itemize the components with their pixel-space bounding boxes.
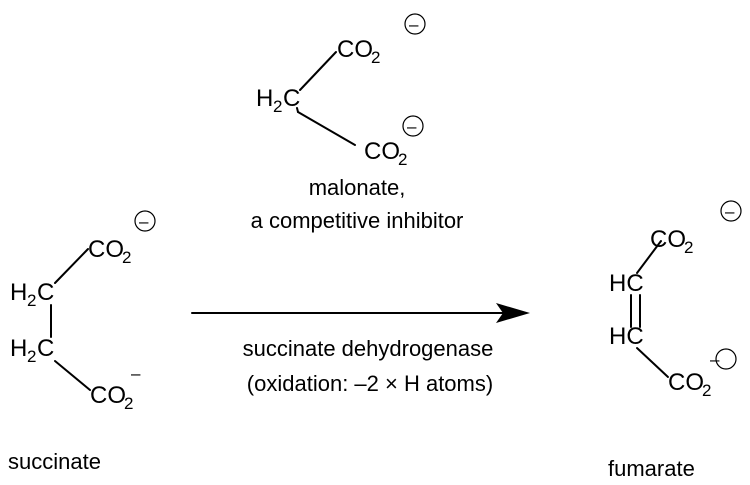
malonate-top-charge-circle bbox=[404, 13, 426, 35]
fumarate-label: fumarate bbox=[608, 456, 695, 481]
malonate-inhibitor-label: a competitive inhibitor bbox=[251, 208, 464, 233]
malonate-co2-top: CO bbox=[337, 36, 373, 63]
succinate-top-charge: – bbox=[139, 212, 149, 231]
succinate-co2-top: CO bbox=[88, 236, 124, 263]
succinate-bond-top bbox=[54, 248, 89, 284]
succinate-co2-top-sub: 2 bbox=[122, 248, 131, 267]
fumarate-bottom-charge: – bbox=[710, 350, 720, 369]
succinate-bottom-charge: – bbox=[131, 364, 141, 383]
fumarate-bottom-charge-circle bbox=[715, 348, 737, 370]
arrow-head bbox=[496, 303, 530, 323]
malonate-label: malonate, bbox=[309, 175, 406, 200]
succinate-top-charge-circle bbox=[134, 210, 156, 232]
malonate-co2-top-sub: 2 bbox=[371, 48, 380, 67]
succinate-ch2-bottom-h: H bbox=[10, 335, 27, 362]
malonate-ch2-h: H bbox=[256, 85, 273, 112]
fumarate-co2-top-sub: 2 bbox=[684, 238, 693, 257]
fumarate-co2-bottom-sub: 2 bbox=[702, 381, 711, 400]
malonate-co2-bottom: CO bbox=[364, 138, 400, 165]
fumarate-hc-top: HC bbox=[609, 270, 644, 297]
malonate-ch2-c: C bbox=[283, 85, 300, 112]
succinate-co2-bottom-sub: 2 bbox=[124, 394, 133, 413]
malonate-ch2-sub: 2 bbox=[273, 97, 282, 116]
oxidation-note: (oxidation: –2 × H atoms) bbox=[247, 371, 493, 396]
succinate-ch2-bottom-sub: 2 bbox=[27, 347, 36, 366]
succinate-structure: CO 2 – H 2 C H 2 C CO 2 – succinate bbox=[8, 210, 156, 474]
fumarate-co2-bottom: CO bbox=[668, 369, 704, 396]
succinate-co2-bottom: CO bbox=[90, 382, 126, 409]
malonate-top-charge: – bbox=[409, 15, 419, 34]
fumarate-structure: CO 2 – HC HC CO 2 – fumarate bbox=[608, 200, 742, 481]
succinate-ch2-top-c: C bbox=[37, 279, 54, 306]
succinate-ch2-bottom-c: C bbox=[37, 335, 54, 362]
fumarate-bond-bottom bbox=[636, 347, 669, 378]
malonate-structure: H 2 C CO 2 – CO 2 – malonate, a competit… bbox=[251, 13, 464, 233]
succinate-ch2-top-h: H bbox=[10, 279, 27, 306]
malonate-bond-bottom bbox=[297, 111, 356, 146]
succinate-ch2-top-sub: 2 bbox=[27, 291, 36, 310]
succinate-bond-bottom bbox=[54, 360, 91, 391]
malonate-co2-bottom-sub: 2 bbox=[398, 150, 407, 169]
reaction-arrow: succinate dehydrogenase (oxidation: –2 ×… bbox=[191, 303, 530, 396]
malonate-bottom-charge-circle bbox=[402, 115, 424, 137]
malonate-bottom-charge: – bbox=[407, 117, 417, 136]
fumarate-top-charge-circle bbox=[720, 200, 742, 222]
fumarate-top-charge: – bbox=[725, 202, 735, 221]
fumarate-bond-top bbox=[636, 240, 662, 274]
malonate-bond-top bbox=[299, 51, 337, 91]
succinate-label: succinate bbox=[8, 449, 101, 474]
fumarate-hc-bottom: HC bbox=[609, 323, 644, 350]
enzyme-label: succinate dehydrogenase bbox=[243, 336, 494, 361]
